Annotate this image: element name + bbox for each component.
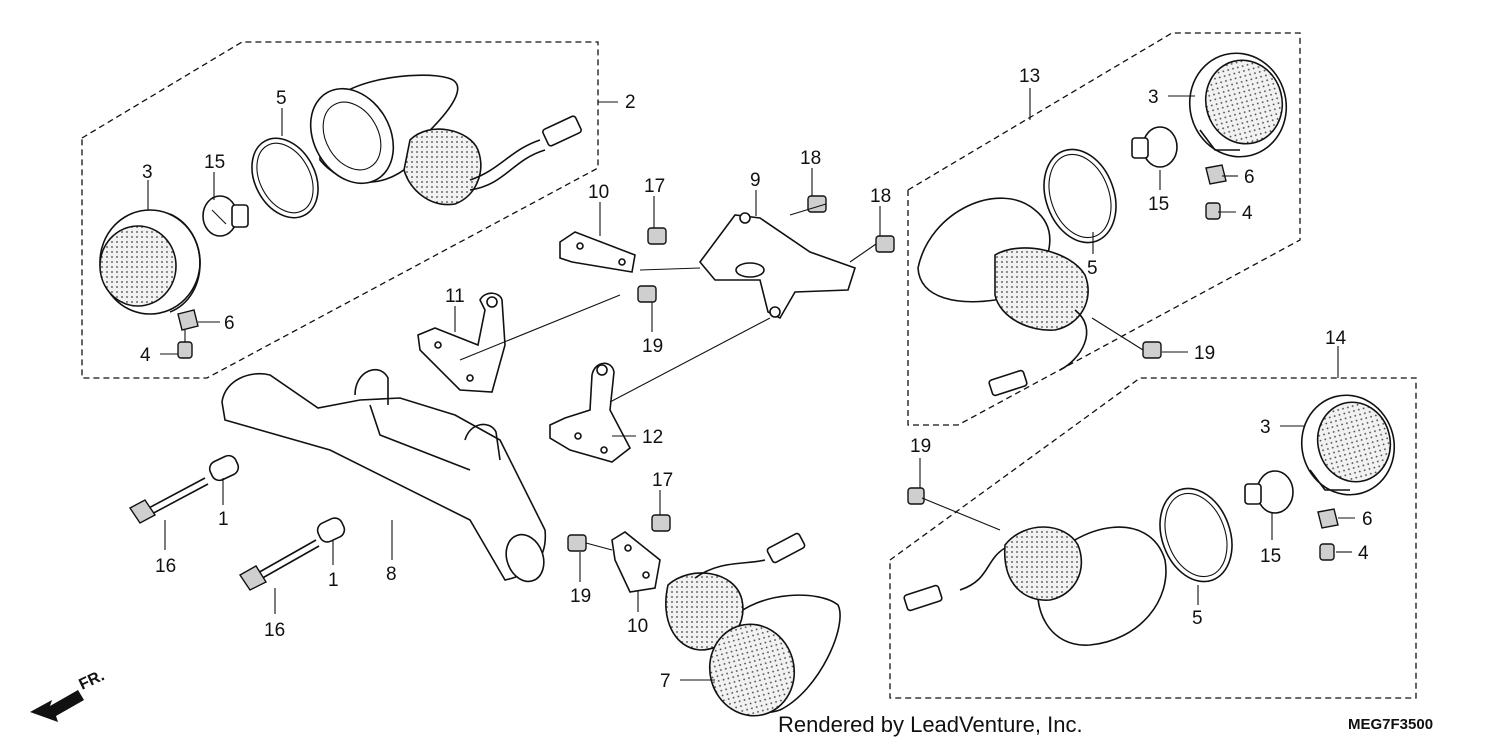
callout-12: 12: [642, 427, 663, 448]
bulb-part-15-lower: [1244, 470, 1294, 514]
diagram-code: MEG7F3500: [1348, 716, 1434, 733]
nut-part-6-lower: [1317, 508, 1339, 529]
arrow-front-icon: FR.: [30, 667, 107, 722]
bulb-part-15-right: [1131, 126, 1178, 168]
lens-part-3-lower: [1300, 394, 1396, 496]
nut-part-6: [177, 309, 199, 331]
bulb-part-15: [202, 195, 249, 237]
callout-17-upper: 17: [644, 176, 665, 197]
gasket-part-5: [251, 137, 319, 219]
callout-7: 7: [660, 671, 671, 692]
bolt-part-19-lower-left: [567, 534, 587, 552]
bolt-part-17-upper: [647, 227, 667, 245]
callout-labels: 2 3 15 5 6 4 10 17 9 18 18 11 19 12 17 1…: [140, 66, 1373, 692]
callout-14: 14: [1325, 328, 1347, 349]
bolt-part-19-mid: [637, 285, 657, 303]
callout-6-left: 6: [224, 313, 235, 334]
callout-19-right: 19: [1194, 343, 1215, 364]
callout-3-left: 3: [142, 162, 153, 183]
callout-4-left: 4: [140, 345, 151, 366]
turn-signal-assembly-left-rear: [99, 74, 582, 359]
stay-part-8: [221, 368, 547, 583]
callout-1-lower: 1: [328, 570, 339, 591]
callout-5-right: 5: [1087, 258, 1098, 279]
screw-part-4-lower: [1319, 543, 1335, 561]
bracket-part-12: [549, 362, 632, 463]
callout-16-upper: 16: [155, 556, 176, 577]
render-credit: Rendered by LeadVenture, Inc.: [778, 712, 1083, 737]
nut-part-6-right: [1205, 164, 1227, 185]
housing-right-front: [903, 526, 1167, 646]
bolt-part-19-right: [1142, 341, 1162, 359]
turn-signal-assembly-right-front: [903, 394, 1396, 646]
callout-2: 2: [625, 92, 636, 113]
screw-part-4: [177, 330, 193, 359]
callout-5-lower: 5: [1192, 608, 1203, 629]
bolt-part-19-lower: [907, 487, 1001, 531]
callout-11: 11: [445, 286, 465, 307]
turn-signal-assembly-right-rear: [917, 52, 1288, 397]
callout-15-lower: 15: [1260, 546, 1281, 567]
callout-6-lower: 6: [1362, 509, 1373, 530]
assembly-box-14: [889, 377, 1417, 699]
callout-10-upper: 10: [588, 182, 609, 203]
callout-15-left: 15: [204, 152, 225, 173]
collar-part-1-upper: [208, 454, 240, 482]
callout-18-upper: 18: [800, 148, 821, 169]
callout-10-lower: 10: [627, 616, 648, 637]
direction-label: FR.: [77, 667, 108, 693]
housing-right-rear: [917, 197, 1089, 397]
assembly-box-13: [907, 32, 1301, 426]
callout-8: 8: [386, 564, 397, 585]
bolt-part-16-upper: [128, 477, 209, 524]
callout-4-right: 4: [1242, 203, 1253, 224]
bolt-part-17-lower: [651, 514, 671, 532]
bracket-part-11: [417, 292, 506, 393]
lens-part-3-right: [1188, 52, 1288, 158]
callout-1-upper: 1: [218, 509, 229, 530]
lens-part-3: [99, 209, 201, 315]
callout-9: 9: [750, 170, 761, 191]
screw-part-4-right: [1205, 202, 1221, 220]
bracket-part-10-upper: [559, 231, 636, 273]
callout-3-lower: 3: [1260, 417, 1271, 438]
callout-19-mid: 19: [642, 336, 663, 357]
gasket-part-5-lower: [1159, 487, 1233, 583]
callout-6-right: 6: [1244, 167, 1255, 188]
collar-part-1-lower: [316, 517, 346, 543]
gasket-part-5-right: [1043, 148, 1117, 244]
bolt-part-18-upper: [807, 195, 827, 213]
callout-16-lower: 16: [264, 620, 285, 641]
callout-17-lower: 17: [652, 470, 673, 491]
callout-4-lower: 4: [1358, 543, 1369, 564]
callout-3-right: 3: [1148, 87, 1159, 108]
callout-5-left: 5: [276, 88, 287, 109]
bracket-part-9: [698, 212, 856, 320]
callout-19-lower-right: 19: [910, 436, 931, 457]
leader-lines: [147, 88, 1355, 681]
bolt-part-16-lower: [238, 539, 320, 591]
callout-19-lower: 19: [570, 586, 591, 607]
bolt-part-18-right: [875, 235, 895, 253]
callout-13: 13: [1019, 66, 1040, 87]
bracket-part-10-lower: [611, 531, 661, 593]
housing-left-rear: [309, 74, 582, 206]
callout-18-right: 18: [870, 186, 891, 207]
turn-signal-part-7: [665, 532, 841, 717]
callout-15-right: 15: [1148, 194, 1169, 215]
